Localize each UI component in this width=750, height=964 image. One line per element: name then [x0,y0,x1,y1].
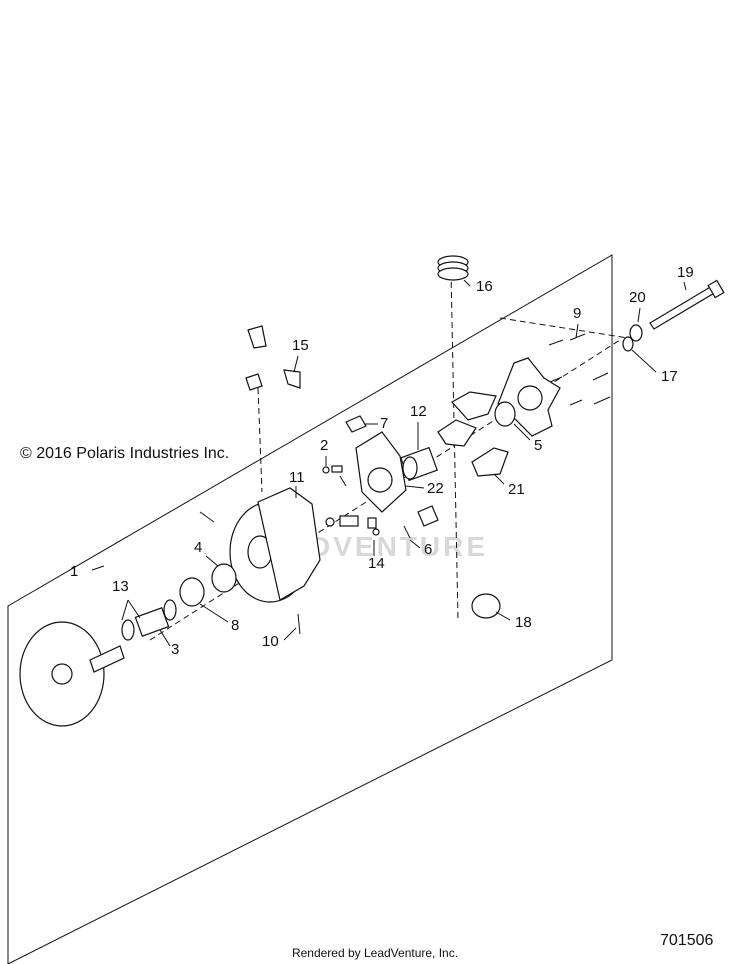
callout-4: 4 [194,539,202,556]
callout-12: 12 [410,403,427,420]
part-19-bolt [649,279,725,330]
part-22-spider-hub [355,431,407,513]
part-17-bushing [622,336,634,352]
part-2-pins [322,465,347,487]
callout-22: 22 [427,480,444,497]
render-credit: Rendered by LeadVenture, Inc. [291,946,459,960]
moveable-sheave [229,487,321,603]
callout-9: 9 [573,305,581,322]
callout-5: 5 [534,437,542,454]
centerline-axis [499,317,629,339]
part-18-washer [471,593,501,619]
callout-1-leader [91,565,105,571]
callout-16: 16 [476,278,493,295]
part-3-sleeve [134,607,170,637]
part-15-weights [245,325,301,391]
copyright-notice: © 2016 Polaris Industries Inc. [20,445,230,462]
part-12-clutch-covers [437,391,497,447]
callout-15: 15 [292,337,309,354]
callout-13: 13 [112,578,129,595]
callout-21: 21 [508,481,525,498]
callout-17: 17 [661,368,678,385]
centerline-weights [257,387,263,493]
callout-leaders [121,279,687,647]
callout-2: 2 [320,437,328,454]
fixed-sheave [19,621,125,727]
callout-10: 10 [262,633,279,650]
callout-11: 11 [289,469,305,486]
part-pin-small [199,511,215,523]
callout-6: 6 [424,541,432,558]
callout-18: 18 [515,614,532,631]
assembly-outline [7,254,613,964]
callout-14: 14 [368,555,385,572]
callout-20: 20 [629,289,646,306]
part-5-roller [494,401,516,427]
part-9-bolts [548,333,611,406]
part-16-spring [437,255,469,281]
callout-3: 3 [171,641,179,658]
part-12-sleeve [400,446,438,482]
part-14-rollers [325,515,380,536]
part-7-bracket [345,415,367,433]
part-6-pins [403,505,439,539]
part-8-bearing [179,577,205,607]
part-13-rings [121,599,177,641]
part-10-pin [297,613,301,635]
drawing-number: 701506 [660,932,714,949]
part-4-bearing [211,563,237,593]
callout-7: 7 [380,415,388,432]
callout-8: 8 [231,617,239,634]
callout-1: 1 [70,563,78,580]
part-21-cover [471,447,509,477]
part-20-washer [629,324,643,342]
callout-19: 19 [677,264,694,281]
